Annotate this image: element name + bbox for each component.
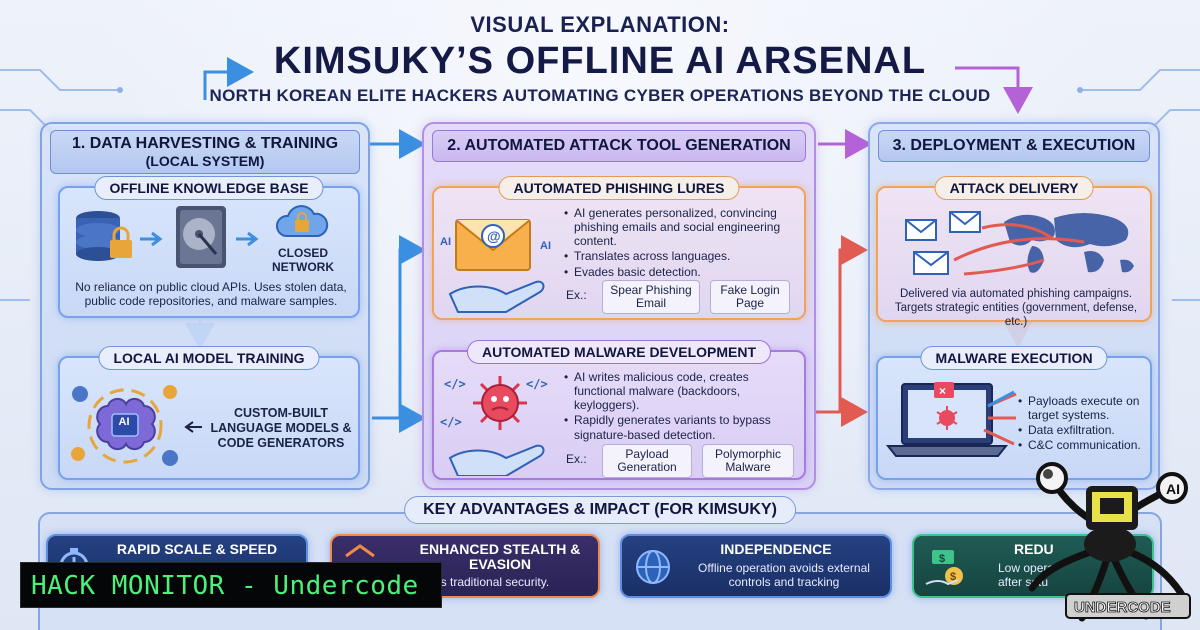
phishing-envelope-icon: @: [448, 219, 545, 313]
advantage-title: ENHANCED STEALTH & EVASION: [419, 541, 581, 572]
column-title: 3. DEPLOYMENT & EXECUTION: [878, 130, 1150, 162]
database-lock-icon: [76, 211, 132, 261]
arrow-right-icon: [236, 232, 259, 246]
bullet: Rapidly generates variants to bypass sig…: [564, 413, 800, 441]
example-chip: Payload Generation: [602, 444, 692, 479]
ai-label-left: AI: [440, 236, 451, 248]
hack-monitor-watermark: HACK MONITOR - Undercode: [20, 562, 442, 608]
example-label: Ex.:: [566, 452, 587, 466]
example-chip: Polymorphic Malware: [702, 444, 794, 479]
advantage-desc: ses traditional security.: [428, 575, 550, 589]
arrow-right-icon: [140, 232, 163, 246]
card-title: LOCAL AI MODEL TRAINING: [98, 346, 320, 370]
card-text: No reliance on public cloud APIs. Uses s…: [75, 280, 347, 309]
card-attack-delivery: ATTACK DELIVERY Delivered via automated …: [876, 176, 1152, 328]
hard-drive-icon: [176, 206, 226, 268]
logo-text: UNDERCODE: [1074, 599, 1171, 616]
bullet: AI writes malicious code, creates functi…: [564, 370, 800, 412]
closed-network-label: CLOSED NETWORK: [272, 246, 334, 275]
flow-arrow-top-left: [203, 57, 254, 100]
laptop-infected-icon: ×: [885, 382, 1017, 457]
bullet: Translates across languages.: [564, 249, 800, 263]
svg-text:</>: </>: [444, 377, 466, 391]
bullet: C&C communication.: [1018, 438, 1148, 452]
world-map-delivery-icon: [905, 211, 1134, 276]
advantage-desc: Offline operation avoids external contro…: [698, 561, 870, 589]
card-title: OFFLINE KNOWLEDGE BASE: [94, 176, 324, 200]
ai-label-right: AI: [540, 240, 551, 252]
card-title: AUTOMATED PHISHING LURES: [498, 176, 740, 200]
card-title: MALWARE EXECUTION: [920, 346, 1108, 370]
example-chip: Spear Phishing Email: [602, 280, 700, 315]
cloud-lock-icon: [276, 205, 329, 237]
header-kicker: VISUAL EXPLANATION:: [470, 12, 730, 37]
money-hand-icon: $ $: [925, 550, 963, 586]
column-title: 2. AUTOMATED ATTACK TOOL GENERATION: [432, 130, 806, 162]
advantage-title: RAPID SCALE & SPEED: [116, 541, 278, 557]
svg-text:AI: AI: [1166, 481, 1180, 497]
column-title: 1. DATA HARVESTING & TRAINING (LOCAL SYS…: [50, 130, 360, 174]
flow-arrow-col1-to-col2: [372, 235, 426, 420]
advantage-title: INDEPENDENCE: [720, 541, 832, 557]
bullet: AI generates personalized, convincing ph…: [564, 206, 800, 248]
example-chip: Fake Login Page: [710, 280, 790, 315]
malware-bullets: AI writes malicious code, creates functi…: [564, 370, 800, 443]
svg-text:×: ×: [939, 384, 946, 398]
card-text: CUSTOM-BUILT LANGUAGE MODELS & CODE GENE…: [210, 406, 352, 450]
example-label: Ex.:: [566, 288, 587, 302]
undercode-logo: AI UNDERCODE: [1028, 462, 1191, 622]
svg-text:</>: </>: [526, 377, 548, 391]
svg-text:@: @: [487, 228, 501, 244]
key-advantages-title: KEY ADVANTAGES & IMPACT (FOR KIMSUKY): [404, 496, 796, 524]
flow-arrow-top-right: [955, 66, 1033, 114]
card-offline-knowledge-base: OFFLINE KNOWLEDGE BASE CLOSED NETWORK No…: [58, 176, 360, 318]
card-title: ATTACK DELIVERY: [934, 176, 1094, 200]
page-subtitle: NORTH KOREAN ELITE HACKERS AUTOMATING CY…: [209, 86, 991, 105]
card-local-ai-model-training: LOCAL AI MODEL TRAINING AI CUSTOM-BUILT …: [58, 346, 360, 480]
card-title: AUTOMATED MALWARE DEVELOPMENT: [466, 340, 772, 364]
svg-text:</>: </>: [440, 415, 462, 429]
ai-chip-label: AI: [118, 416, 130, 428]
card-text: Delivered via automated phishing campaig…: [894, 288, 1138, 328]
card-automated-phishing-lures: AUTOMATED PHISHING LURES @ AI AI AI gene…: [432, 176, 806, 320]
ai-brain-gears-icon: [71, 385, 178, 466]
arrow-left-icon: [184, 421, 202, 433]
card-malware-execution: MALWARE EXECUTION × Payloads execute on …: [876, 346, 1152, 480]
malware-virus-icon: </> </> </>: [440, 376, 548, 476]
svg-text:$: $: [939, 553, 945, 565]
bullet: Payloads execute on target systems.: [1018, 394, 1148, 422]
bullet: Evades basic detection.: [564, 265, 800, 279]
svg-text:$: $: [950, 571, 956, 583]
phishing-bullets: AI generates personalized, convincing ph…: [564, 206, 800, 280]
execution-bullets: Payloads execute on target systems. Data…: [1018, 394, 1148, 454]
card-automated-malware-development: AUTOMATED MALWARE DEVELOPMENT </> </> </…: [432, 340, 806, 480]
globe-icon: [636, 550, 670, 584]
advantage-title: REDU: [1014, 541, 1054, 557]
advantage-independence: INDEPENDENCE Offline operation avoids ex…: [620, 534, 892, 598]
flow-arrow-col2-to-col3: [815, 235, 868, 414]
bullet: Data exfiltration.: [1018, 423, 1148, 437]
page-title: KIMSUKY’S OFFLINE AI ARSENAL: [273, 40, 927, 82]
